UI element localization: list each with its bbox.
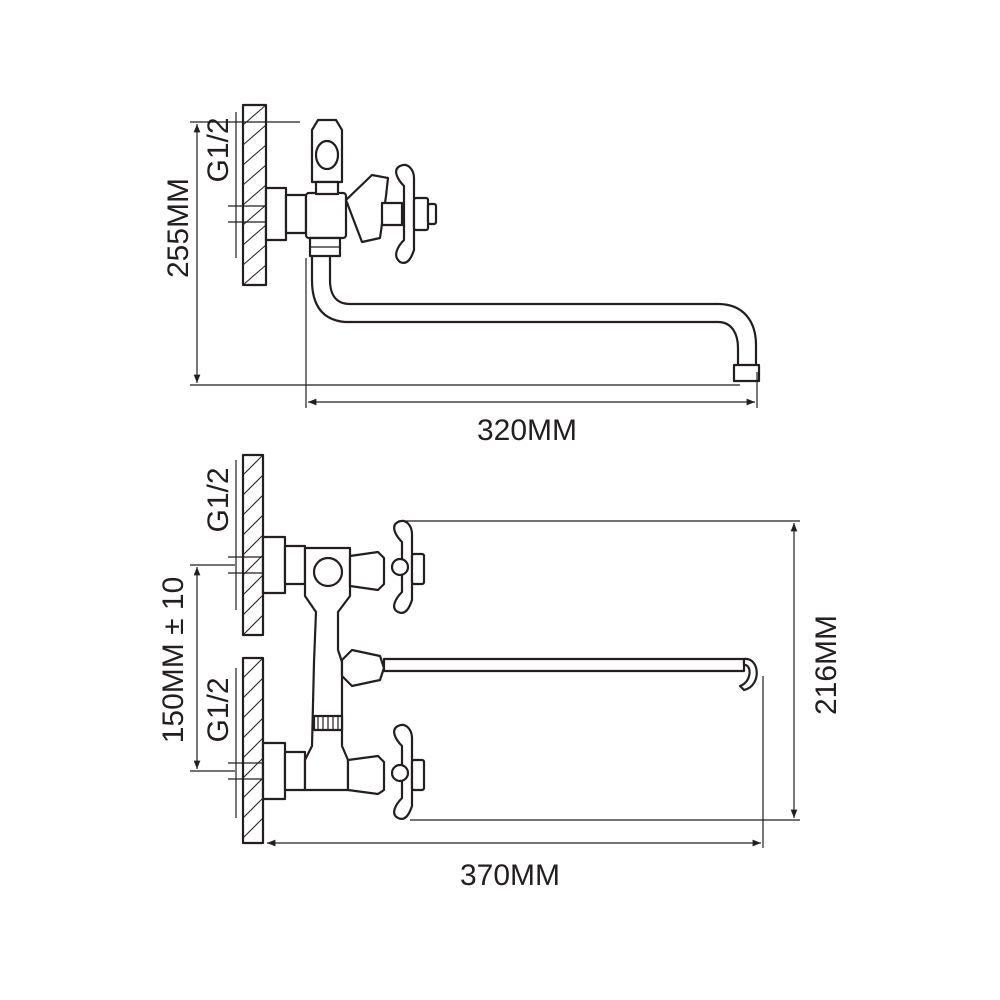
top-view: 255MM G1/2 320MM [162,103,761,447]
thread-label-top-text: G1/2 [202,117,235,182]
mixer-body-bottom [303,546,352,792]
thread-label-bottom-lower-text: G1/2 [202,677,235,742]
inlet-connector-upper [261,535,307,595]
mixer-body-top [304,191,348,258]
diverter-lever-top [344,173,390,244]
wall-bottom-upper [241,453,265,637]
inlet-connector-lower [261,741,307,801]
handle-top [380,163,438,264]
thread-label-bottom-lower: G1/2 [202,668,237,818]
thread-label-bottom-upper-text: G1/2 [202,467,235,532]
dim-320: 320MM [305,258,758,447]
dim-150-label: 150MM ± 10 [157,577,190,744]
dim-370-label: 370MM [460,859,560,892]
dim-370: 370MM [267,676,764,892]
dim-320-label: 320MM [477,414,577,447]
inlet-connector-top [264,186,308,242]
thread-label-bottom-upper: G1/2 [202,460,237,610]
wall-bottom-lower [241,656,265,845]
dim-255: 255MM [162,121,740,386]
dim-216-label: 216MM [810,615,843,715]
dim-255-label: 255MM [162,178,195,278]
handle-bottom-lower [346,723,426,820]
handle-bottom-upper [348,519,426,614]
shower-holder-top [310,118,344,196]
spout-bottom [340,648,758,692]
spout-top [310,254,761,383]
bottom-view: 150MM ± 10 G1/2 G1/2 216MM 370MM [157,453,843,892]
wall-top [241,103,268,287]
dim-216: 216MM [398,520,843,821]
thread-label-top: G1/2 [202,112,237,258]
dim-150: 150MM ± 10 [157,564,235,772]
